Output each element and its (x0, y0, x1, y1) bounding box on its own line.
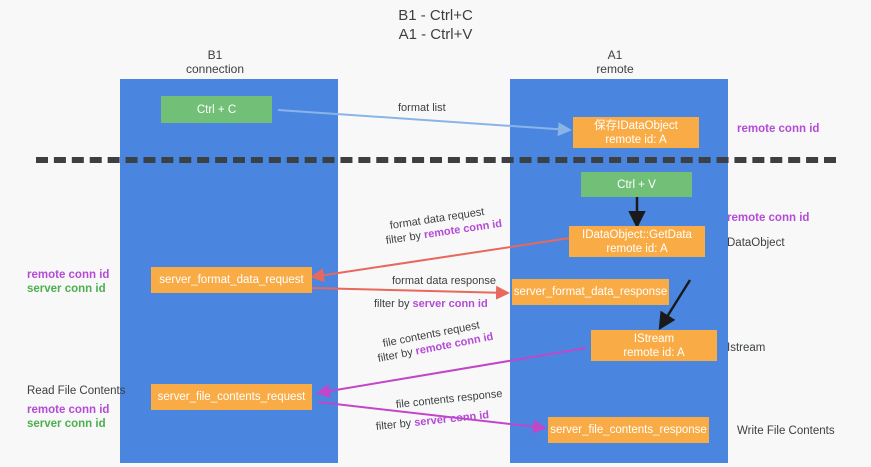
edge-label-format-list: format list (398, 102, 446, 114)
node-server-format-data-request[interactable]: server_format_data_request (151, 267, 312, 293)
node-idataobject-save-line1: 保存IDataObject (594, 119, 678, 132)
edge-label-format-data-response: format data response (392, 275, 496, 287)
node-idataobject-save-line2: remote id: A (605, 133, 667, 146)
diagram-title: B1 - Ctrl+C A1 - Ctrl+V (398, 7, 473, 43)
annotation-left-remote-conn-mid: remote conn id (27, 269, 110, 281)
node-server-file-contents-request[interactable]: server_file_contents_request (151, 384, 312, 410)
node-server-file-contents-response[interactable]: server_file_contents_response (548, 417, 709, 443)
annotation-left-read-file-contents: Read File Contents (27, 385, 126, 397)
annotation-left-server-conn-bottom: server conn id (27, 418, 106, 430)
annotation-right-dataobject: DataObject (727, 237, 785, 249)
filter-value-server-conn-id: server conn id (413, 409, 490, 429)
filter-prefix: filter by (375, 417, 415, 433)
edge-label-format-data-response-filter: filter by server conn id (374, 297, 488, 312)
phase-divider (36, 157, 836, 163)
node-idataobject-save[interactable]: 保存IDataObject remote id: A (573, 117, 699, 148)
column-header-a1: A1 remote (596, 48, 634, 76)
node-istream[interactable]: IStream remote id: A (591, 330, 717, 361)
node-idataobject-getdata[interactable]: IDataObject::GetData remote id: A (569, 226, 705, 257)
node-istream-line1: IStream (633, 332, 675, 345)
edge-label-file-contents-response-filter: filter by server conn id (375, 408, 490, 435)
node-ctrl-c[interactable]: Ctrl + C (161, 96, 272, 123)
column-header-b1: B1 connection (185, 48, 245, 76)
node-ctrl-v[interactable]: Ctrl + V (581, 172, 692, 197)
annotation-right-remote-conn-mid: remote conn id (727, 212, 810, 224)
node-istream-line2: remote id: A (623, 346, 685, 359)
filter-value-server-conn-id: server conn id (412, 298, 488, 310)
node-idataobject-getdata-line1: IDataObject::GetData (582, 228, 692, 241)
annotation-left-server-conn-mid: server conn id (27, 283, 106, 295)
annotation-left-remote-conn-bottom: remote conn id (27, 404, 110, 416)
node-server-format-data-response[interactable]: server_format_data_response (512, 279, 669, 305)
node-idataobject-getdata-line2: remote id: A (606, 242, 668, 255)
filter-prefix: filter by (374, 298, 413, 310)
filter-prefix: filter by (376, 345, 417, 365)
annotation-right-istream: Istream (727, 342, 766, 354)
annotation-right-remote-conn-top: remote conn id (737, 123, 820, 135)
annotation-right-write-file-contents: Write File Contents (737, 425, 835, 437)
